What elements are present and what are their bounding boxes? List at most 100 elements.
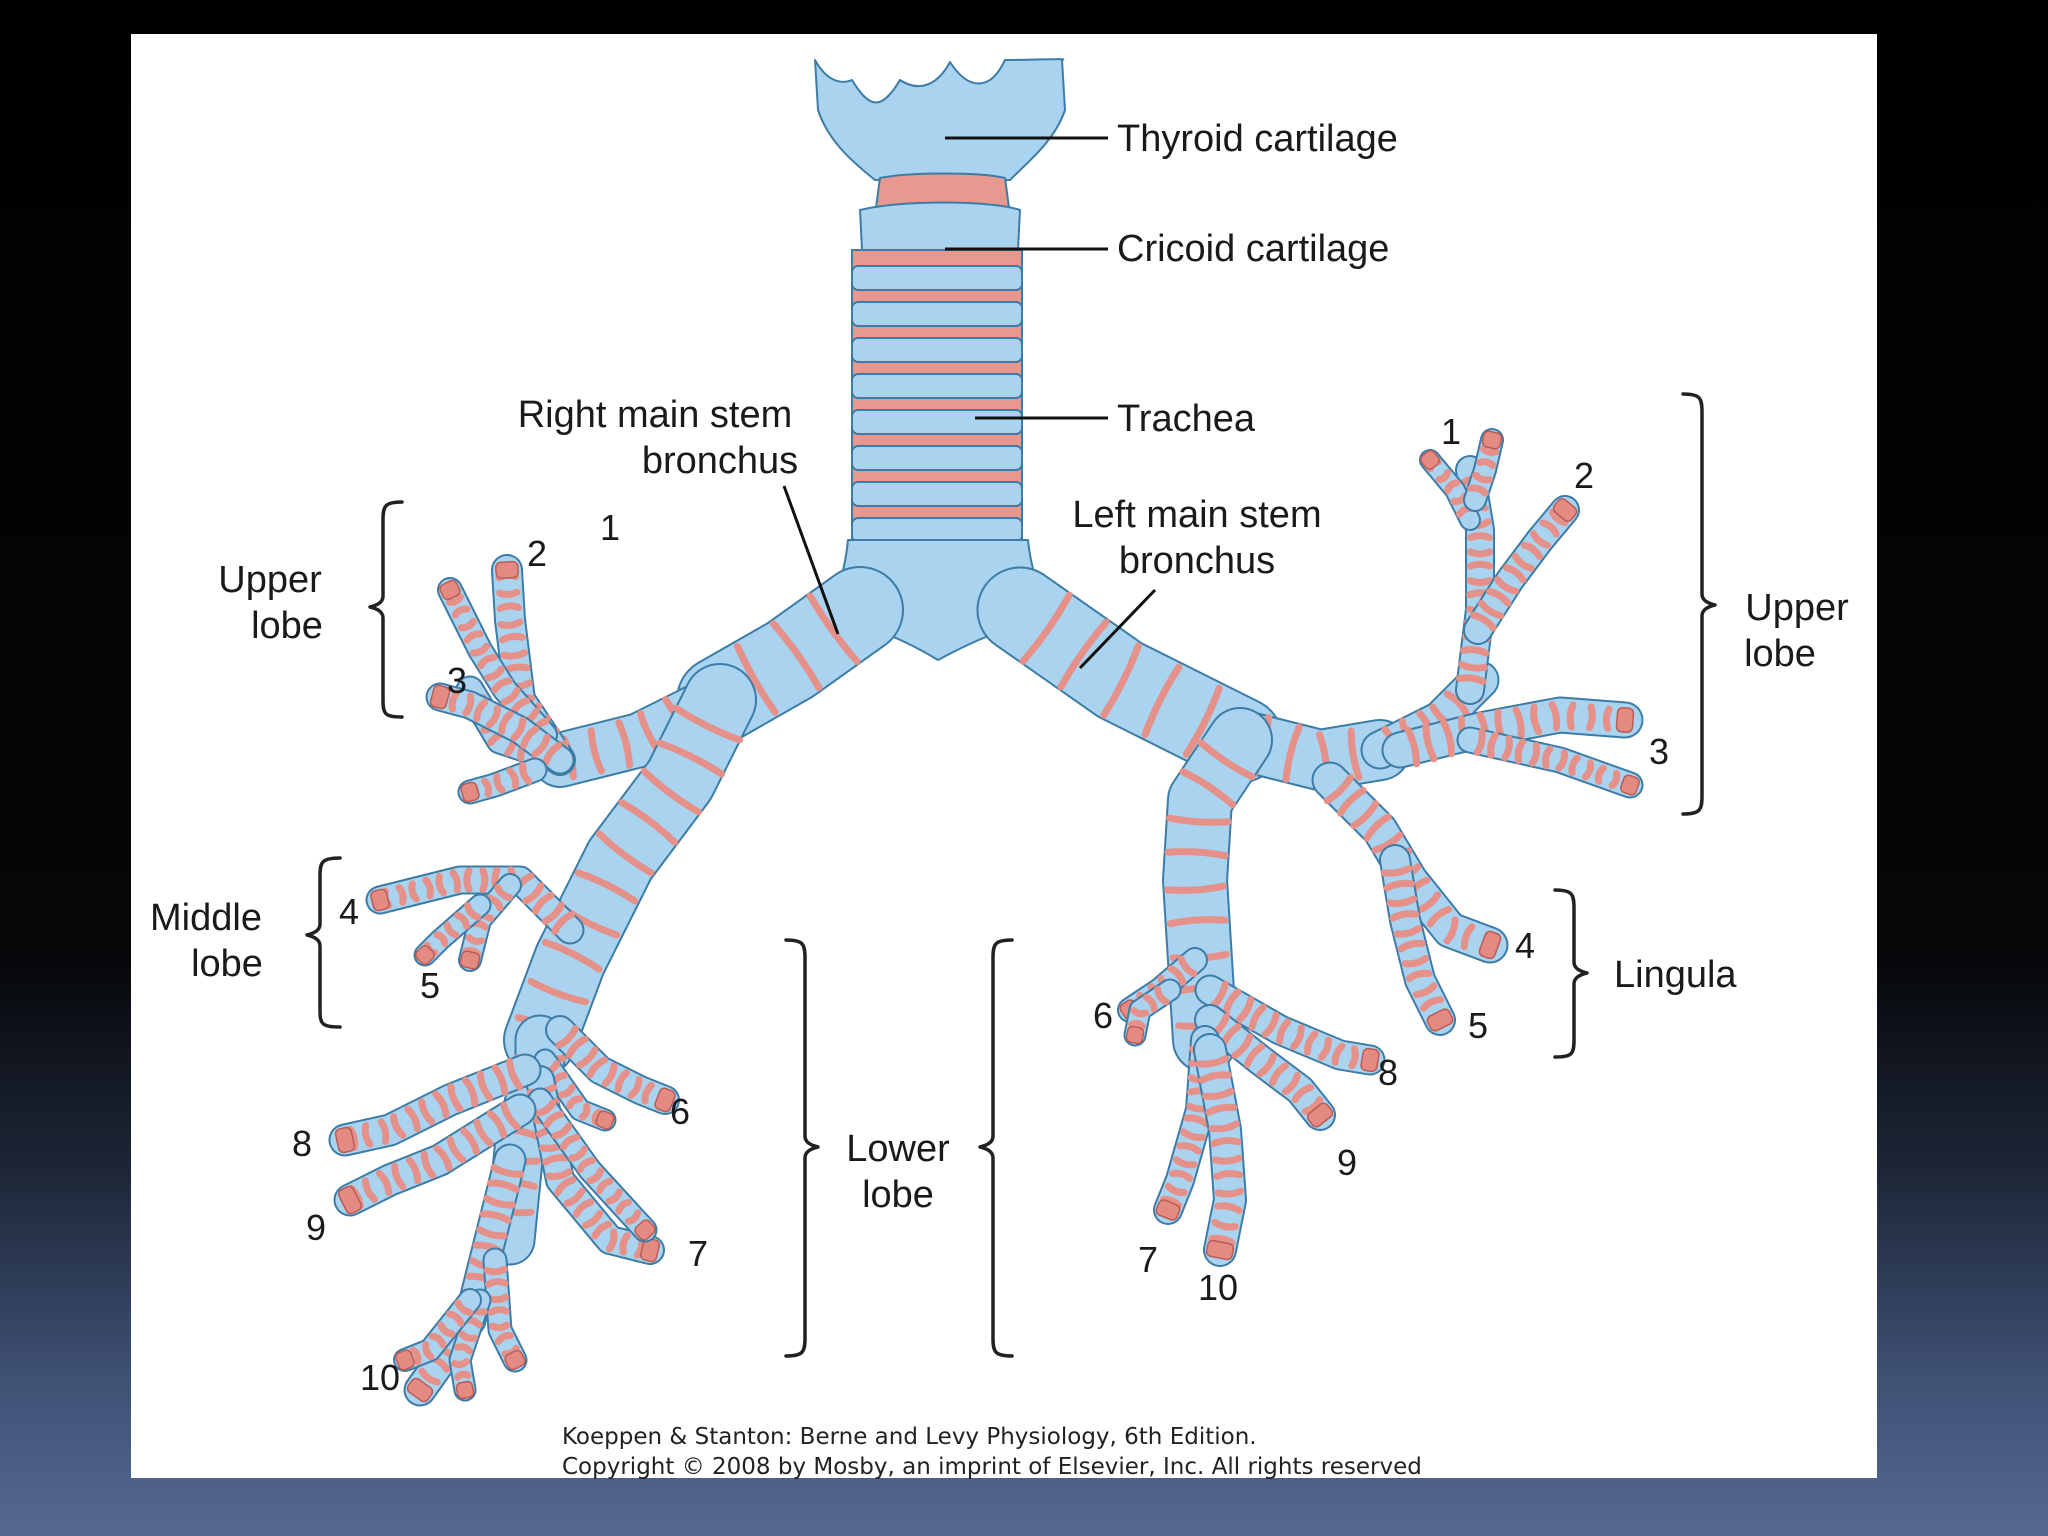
membrane-band xyxy=(1180,1128,1206,1141)
bronchial-tree xyxy=(328,428,1644,1407)
membrane-band xyxy=(473,698,489,722)
membrane-band xyxy=(1404,726,1421,768)
membrane-band xyxy=(485,704,501,729)
left-seg-3 xyxy=(1381,696,1644,769)
membrane-band xyxy=(641,1081,655,1105)
trachea-ring xyxy=(851,373,1023,399)
label-lower-1: Lower xyxy=(846,1128,950,1170)
bracket-left-upper xyxy=(1681,392,1717,816)
membrane-band xyxy=(1282,723,1303,783)
membrane-band xyxy=(469,642,490,657)
bronchus-cartilage xyxy=(505,665,755,1075)
membrane-band xyxy=(1594,764,1607,785)
bronchus-tip xyxy=(1426,1008,1454,1032)
right-seg-8 xyxy=(328,1053,542,1157)
membrane-band xyxy=(1414,891,1442,914)
membrane-band xyxy=(449,869,462,894)
membrane-band xyxy=(1470,611,1497,632)
membrane-band xyxy=(656,739,726,778)
brackets xyxy=(305,392,1717,1358)
membrane-band xyxy=(418,1367,441,1386)
membrane-band xyxy=(531,733,551,758)
membrane-band xyxy=(1487,731,1499,759)
right-seg-6 xyxy=(545,1015,680,1115)
membrane-band xyxy=(1169,1169,1194,1182)
membrane-band xyxy=(543,1110,565,1128)
right-segment-3: 3 xyxy=(447,660,467,701)
membrane-band xyxy=(454,911,471,930)
right-seg-10b xyxy=(482,1247,528,1373)
membrane-band xyxy=(1401,955,1429,968)
trachea-ring xyxy=(851,445,1023,471)
membrane-band xyxy=(586,1056,609,1079)
membrane-band xyxy=(520,725,540,749)
left-segment-10: 10 xyxy=(1198,1267,1238,1308)
membrane-band xyxy=(418,1098,436,1126)
trachea-ring xyxy=(851,301,1023,327)
bronchus-tip xyxy=(1360,1047,1380,1073)
membrane-band xyxy=(404,1105,421,1132)
membrane-band xyxy=(1182,684,1223,758)
membrane-band xyxy=(489,1321,511,1332)
membrane-band xyxy=(624,1209,642,1225)
membrane-band xyxy=(491,1064,509,1096)
membrane-band xyxy=(462,1076,479,1107)
membrane-band xyxy=(551,911,575,935)
membrane-band xyxy=(473,1118,494,1147)
membrane-band xyxy=(1128,1019,1146,1030)
membrane-band xyxy=(551,1122,573,1140)
bronchus-tip xyxy=(504,1349,526,1371)
membrane-band xyxy=(1443,916,1459,945)
membrane-band xyxy=(409,1346,422,1366)
membrane-band xyxy=(1440,719,1455,758)
membrane-band xyxy=(463,867,473,893)
membrane-band xyxy=(605,1188,623,1205)
membrane-band xyxy=(1100,642,1142,719)
membrane-band xyxy=(476,1226,508,1240)
membrane-band xyxy=(618,799,679,846)
membrane-band xyxy=(545,1168,573,1180)
bronchus-tip xyxy=(337,1185,363,1215)
membrane-band xyxy=(519,761,533,785)
membrane-band xyxy=(734,642,779,716)
membrane-band xyxy=(1467,548,1493,558)
membrane-band xyxy=(1371,831,1404,854)
membrane-band xyxy=(460,1127,480,1155)
leader-right-main xyxy=(782,485,840,635)
membrane-band xyxy=(496,602,522,612)
membrane-band xyxy=(445,1310,465,1327)
membrane-band xyxy=(542,1153,570,1166)
membrane-band xyxy=(1405,969,1433,982)
membrane-band xyxy=(361,1177,378,1203)
right-seg-3b xyxy=(457,757,548,805)
membrane-band xyxy=(1420,996,1444,1012)
left-seg-1b xyxy=(1463,428,1504,512)
left-segment-2: 2 xyxy=(1574,455,1594,496)
label-right-upper-1: Upper xyxy=(218,559,322,601)
bronchus-tip xyxy=(1615,707,1635,733)
right-segment-10: 10 xyxy=(360,1357,400,1398)
right-seg-2 xyxy=(437,577,558,748)
label-left-upper-1: Upper xyxy=(1745,587,1849,629)
membrane-band xyxy=(1141,663,1183,739)
membrane-band xyxy=(477,653,498,670)
trachea-ring xyxy=(851,265,1023,291)
membrane-band xyxy=(484,1278,509,1288)
membrane-band xyxy=(451,605,471,619)
membrane-band xyxy=(479,867,489,893)
credit-line-1: Koeppen & Stanton: Berne and Levy Physio… xyxy=(562,1424,1257,1450)
membrane-band xyxy=(1479,445,1500,457)
membrane-band xyxy=(627,1076,643,1100)
membrane-band xyxy=(1231,1033,1254,1059)
membrane-band xyxy=(491,677,513,694)
membrane-band xyxy=(1380,865,1413,877)
membrane-band xyxy=(1323,773,1355,805)
left-seg-8 xyxy=(1194,974,1386,1076)
membrane-band xyxy=(1511,552,1535,572)
membrane-band xyxy=(463,630,484,644)
membrane-band xyxy=(500,686,521,706)
membrane-band xyxy=(1443,690,1470,717)
right-segment-1: 1 xyxy=(600,507,620,548)
leader-lines xyxy=(782,136,1157,670)
membrane-band xyxy=(1130,1007,1150,1018)
